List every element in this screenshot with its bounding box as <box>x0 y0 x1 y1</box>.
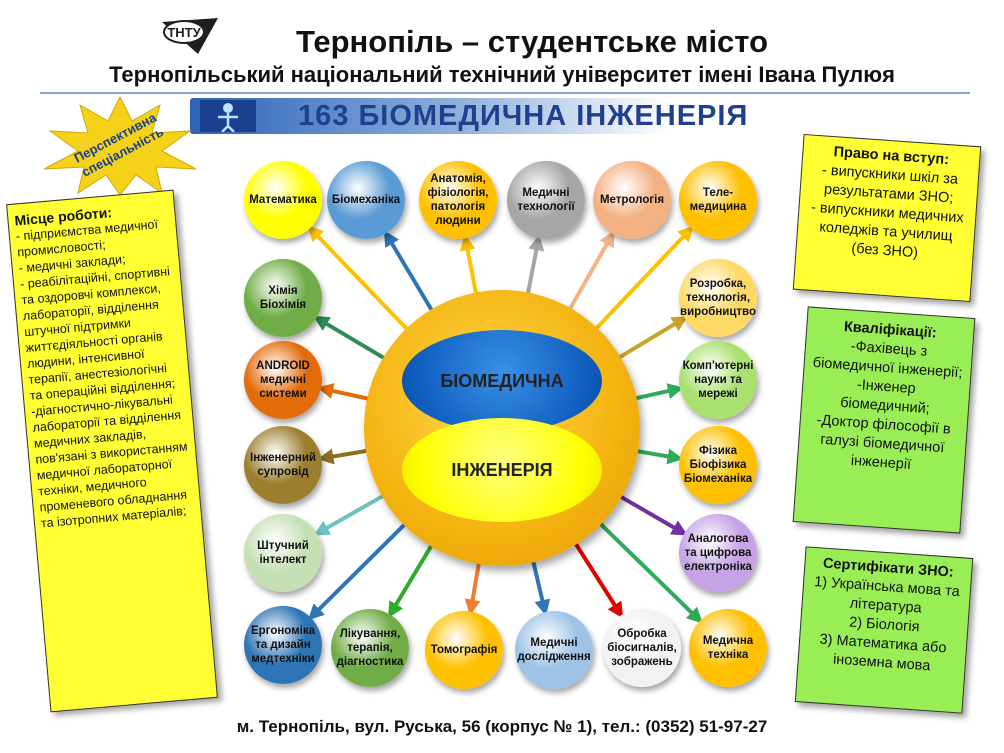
arrow-11 <box>631 448 684 465</box>
discipline-node: Аналогова та цифрова електроніка <box>679 514 757 592</box>
hub-top-oval: БІОМЕДИЧНА <box>402 330 602 432</box>
arrow-14 <box>307 519 410 621</box>
arrow-5 <box>591 225 694 334</box>
discipline-node: Хімія Біохімія <box>244 259 322 337</box>
logo-text: ТНТУ <box>167 25 201 40</box>
hub-bottom-oval: ІНЖЕНЕРІЯ <box>402 418 602 522</box>
arrow-10 <box>317 448 373 465</box>
subtitle-banner-background <box>190 98 790 134</box>
discipline-node: Інженерний супровід <box>244 426 322 504</box>
arrow-3 <box>525 234 545 299</box>
arrow-1 <box>383 230 437 316</box>
arrow-0 <box>307 225 413 335</box>
arrow-12 <box>313 491 389 536</box>
discipline-node: Обробка біосигналів, зображень <box>603 609 681 687</box>
discipline-node: Біомеханіка <box>327 161 405 239</box>
perspective-specialty-badge: Перспективна спеціальність <box>43 95 197 195</box>
header-divider <box>40 92 970 94</box>
discipline-node: Теле-медицина <box>679 161 757 239</box>
discipline-node: Медичні дослідження <box>515 611 593 689</box>
discipline-node: Медична техніка <box>689 609 767 687</box>
discipline-node: Штучний інтелект <box>244 514 322 592</box>
arrow-2 <box>459 234 479 299</box>
arrow-4 <box>565 230 615 315</box>
arrow-7 <box>614 316 689 362</box>
discipline-node: Комп'ютерні науки та мережі <box>679 341 757 419</box>
arrow-13 <box>615 492 688 536</box>
footer-address: м. Тернопіль, вул. Руська, 56 (корпус № … <box>236 717 768 736</box>
discipline-node: Лікування, терапія, діагностика <box>331 609 409 687</box>
subtitle-banner: 163 БІОМЕДИЧНА ІНЖЕНЕРІЯ <box>190 98 790 136</box>
arrow-19 <box>595 518 703 624</box>
arrow-16 <box>464 557 482 616</box>
university-logo: ТНТУ <box>162 18 218 54</box>
arrow-17 <box>530 556 551 616</box>
arrow-9 <box>630 383 684 402</box>
specialty-title: 163 БІОМЕДИЧНА ІНЖЕНЕРІЯ <box>298 100 749 132</box>
discipline-node: Томографія <box>425 611 503 689</box>
discipline-node: Розробка, технологія, виробництво <box>679 259 757 337</box>
discipline-node: Медичні технології <box>507 161 585 239</box>
human-figure-icon <box>200 100 256 132</box>
arrow-15 <box>388 540 436 618</box>
discipline-node: Анатомія, фізіологія, патологія людини <box>419 161 497 239</box>
arrow-6 <box>313 315 390 363</box>
discipline-node: Ергономіка та дизайн медтехніки <box>244 606 322 684</box>
discipline-node: Математика <box>244 161 322 239</box>
discipline-node: Метрологія <box>593 161 671 239</box>
discipline-node: Фізика Біофізика Біомеханіка <box>679 426 757 504</box>
page-title: Тернопіль – студентське місто <box>295 24 769 59</box>
arrow-18 <box>571 538 624 619</box>
university-name: Тернопільський національний технічний ун… <box>109 62 895 87</box>
arrow-8 <box>317 383 374 402</box>
discipline-node: ANDROID медичні системи <box>244 341 322 419</box>
